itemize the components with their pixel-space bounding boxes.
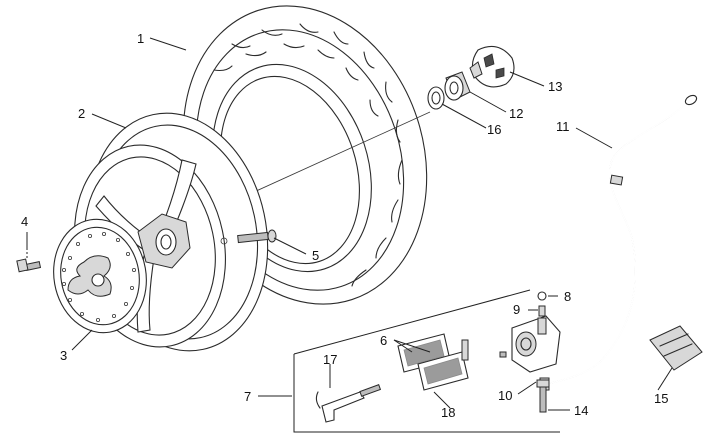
banjo-bolt (536, 379, 550, 413)
wheel-bolt (220, 229, 277, 245)
bushing (444, 71, 471, 101)
callout-7: 7 (244, 389, 251, 404)
callout-labels: 1 2 3 4 5 6 7 8 9 10 11 12 13 14 15 16 1… (21, 31, 668, 420)
callout-1: 1 (137, 31, 144, 46)
callout-14: 14 (574, 403, 588, 418)
hub-cap (469, 45, 515, 88)
callout-11: 11 (556, 119, 570, 134)
brake-caliper (499, 315, 561, 373)
callout-18: 18 (441, 405, 455, 420)
callout-13: 13 (548, 79, 562, 94)
brake-disc (53, 218, 147, 334)
callout-3: 3 (60, 348, 67, 363)
brake-hose (539, 94, 698, 391)
tread-pattern (213, 23, 403, 287)
spacer (427, 86, 445, 110)
callout-10: 10 (498, 388, 512, 403)
callout-9: 9 (513, 302, 520, 317)
brake-pads (397, 333, 469, 391)
disc-holes (62, 231, 136, 322)
bleed-screw (537, 291, 547, 317)
leader-lines (26, 37, 673, 411)
disc-screw (16, 232, 42, 273)
callout-12: 12 (509, 106, 523, 121)
callout-5: 5 (312, 248, 319, 263)
pad-spring (315, 384, 382, 423)
callout-4: 4 (21, 214, 28, 229)
callout-6: 6 (380, 333, 387, 348)
rubber-guard (649, 325, 703, 371)
callout-16: 16 (487, 122, 501, 137)
callout-17: 17 (323, 352, 337, 367)
callout-2: 2 (78, 106, 85, 121)
callout-15: 15 (654, 391, 668, 406)
caliper-group-bracket (293, 289, 560, 433)
callout-8: 8 (564, 289, 571, 304)
